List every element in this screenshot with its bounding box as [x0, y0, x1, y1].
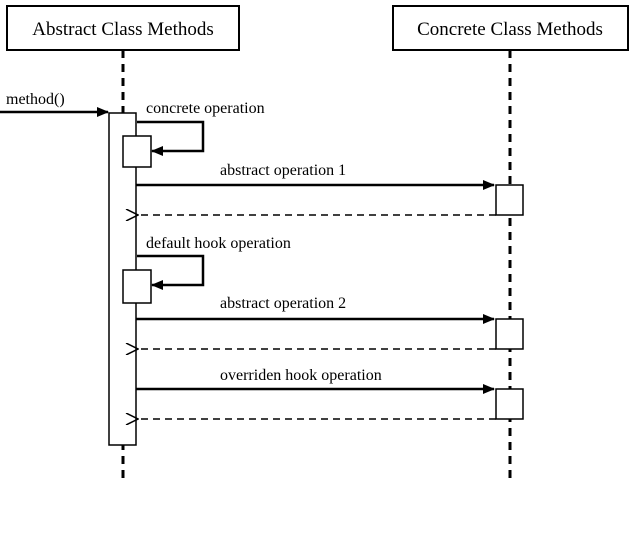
activation-concrete-1 [495, 184, 524, 216]
activation-concrete-3 [495, 388, 524, 420]
message-concrete-op-label: concrete operation [146, 100, 265, 117]
message-default-hook-label: default hook operation [146, 235, 291, 252]
activation-abstract-concrete-op [122, 135, 152, 168]
participant-abstract-box [6, 5, 240, 51]
message-abstract-op-2-label: abstract operation 2 [220, 295, 346, 312]
message-default-hook-arrow [137, 254, 205, 290]
participant-concrete-box [392, 5, 629, 51]
participant-concrete-label: Concrete Class Methods [417, 19, 603, 40]
participant-abstract-label: Abstract Class Methods [32, 19, 214, 40]
message-abstract-op-1-label: abstract operation 1 [220, 162, 346, 179]
activation-abstract-default-hook [122, 269, 152, 304]
participant-abstract: Abstract Class Methods [6, 5, 240, 51]
message-concrete-op-arrow [137, 120, 205, 156]
activation-concrete-2 [495, 318, 524, 350]
message-overriden-hook-label: overriden hook operation [220, 367, 382, 384]
message-entry-label: method() [6, 91, 65, 108]
participant-concrete: Concrete Class Methods [392, 5, 629, 51]
